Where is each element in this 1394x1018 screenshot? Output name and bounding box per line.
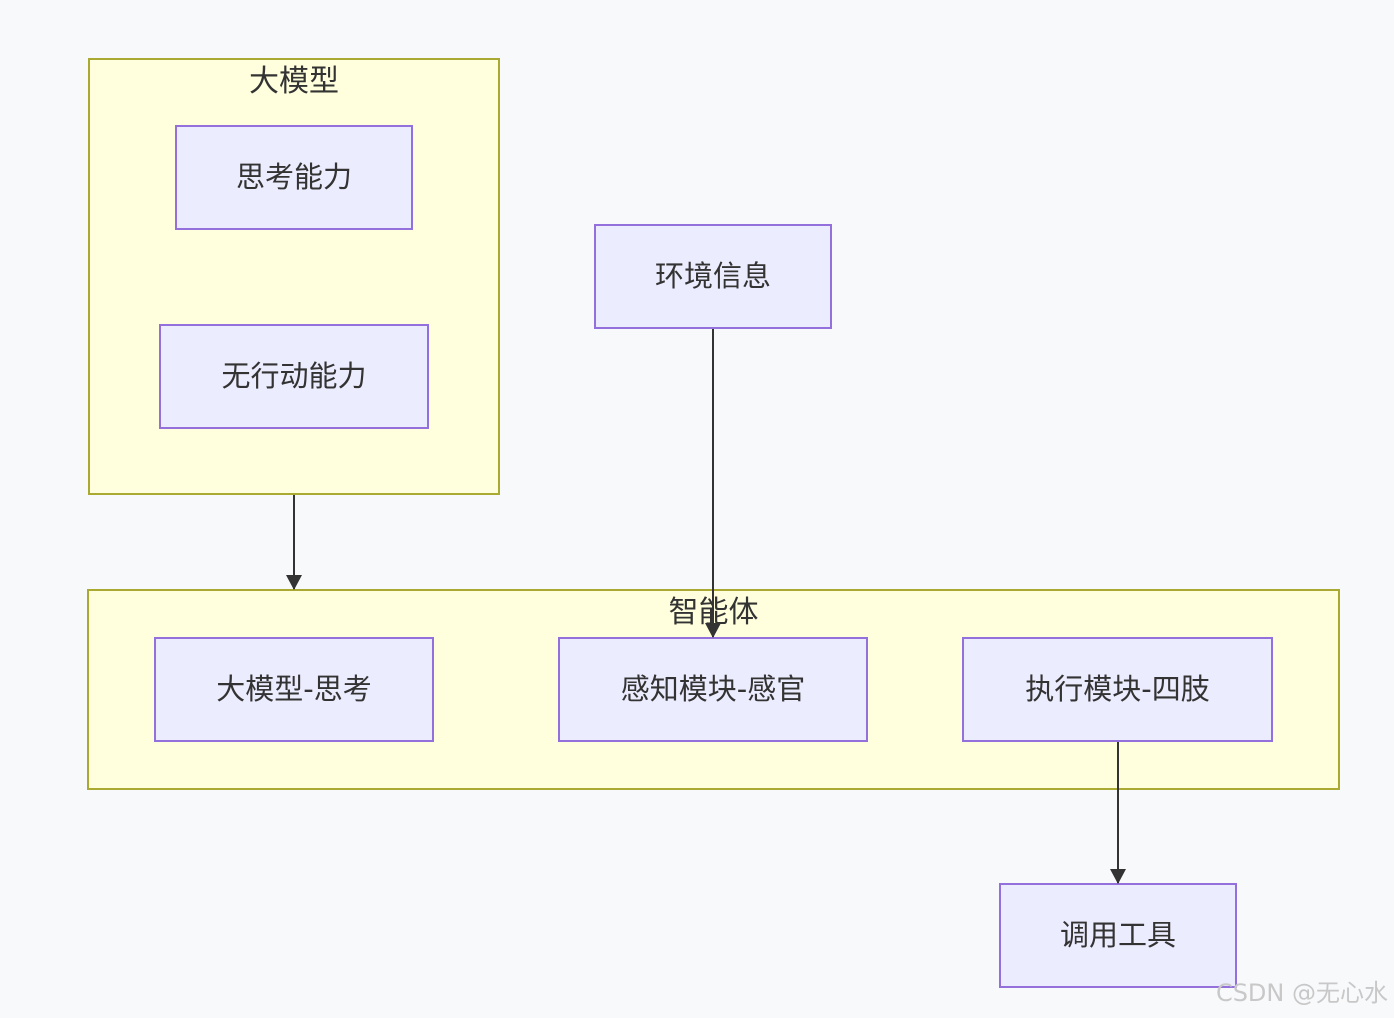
agent-llm-node: 大模型-思考 (154, 637, 434, 742)
perception-node: 感知模块-感官 (558, 637, 868, 742)
watermark: CSDN @无心水 (1215, 979, 1388, 1007)
arrowhead-llm-to-agent-icon (286, 575, 302, 590)
arrowhead-execution-to-tools-icon (1110, 869, 1126, 884)
llm-cluster-title: 大模型 (249, 64, 339, 99)
tools-node: 调用工具 (999, 883, 1237, 988)
thinking-node: 思考能力 (175, 125, 413, 230)
no-action-node: 无行动能力 (159, 324, 429, 429)
environment-node: 环境信息 (594, 224, 832, 329)
execution-node: 执行模块-四肢 (962, 637, 1273, 742)
arrowhead-environment-to-perception-icon (705, 623, 721, 638)
